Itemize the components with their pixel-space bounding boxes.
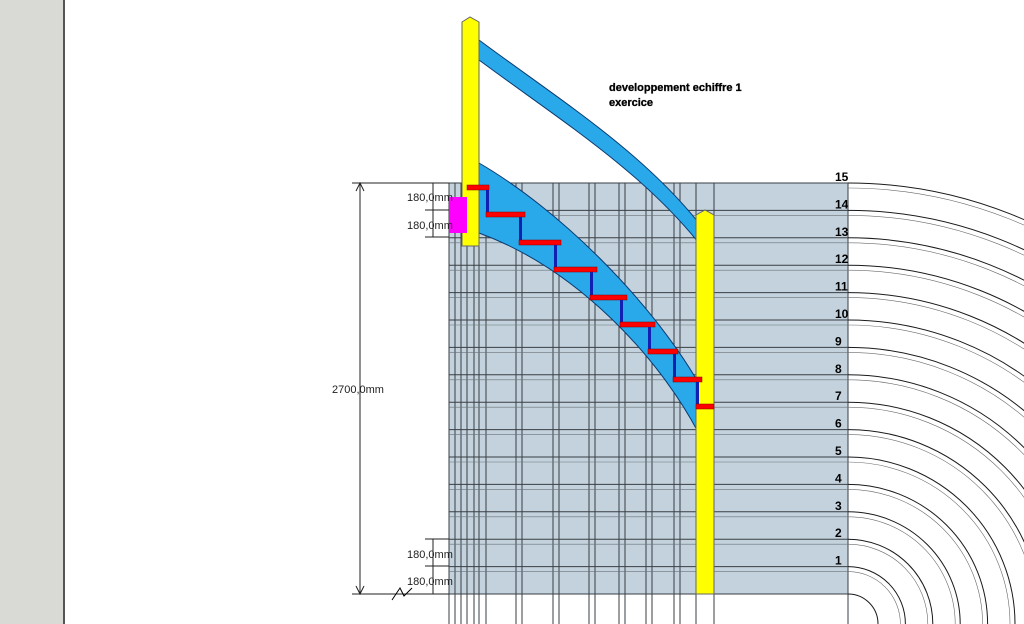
plan-arc-sub — [847, 461, 1011, 624]
step-number-label: 3 — [835, 499, 842, 513]
plan-arc — [847, 511, 961, 624]
plan-arc — [847, 292, 1024, 344]
dimension-bottom-step-2: 180,0mm — [407, 576, 453, 588]
plan-arc-sub — [847, 543, 929, 624]
plan-arc — [847, 538, 934, 624]
stair-riser — [486, 190, 489, 212]
plan-arc — [847, 209, 1024, 251]
stair-tread — [695, 403, 715, 410]
stair-riser — [620, 300, 623, 322]
step-number-label: 11 — [835, 280, 848, 294]
plan-arc-sub — [847, 297, 1024, 350]
dimension-lines — [352, 181, 449, 601]
step-number-label: 5 — [835, 444, 842, 458]
step-number-label: 1 — [835, 554, 842, 568]
stair-riser — [673, 354, 676, 377]
stair-tread — [518, 239, 562, 246]
drawing-title-line-1: developpement echiffre 1 — [609, 82, 742, 94]
plan-arc — [847, 483, 989, 624]
step-number-label: 9 — [835, 334, 842, 348]
step-number-label: 10 — [835, 307, 849, 321]
plan-arc — [847, 374, 1024, 449]
step-number-label: 7 — [835, 389, 842, 403]
step-number-label: 6 — [835, 417, 842, 431]
stair-tread — [672, 376, 703, 383]
plan-arc — [847, 401, 1024, 490]
plan-arc-sub — [847, 516, 956, 624]
step-number-label: 14 — [835, 197, 849, 211]
stair-tread — [589, 294, 628, 301]
plan-arc — [847, 456, 1016, 624]
step-number-label: 8 — [835, 362, 842, 376]
plan-arc — [847, 237, 1024, 281]
stair-tread — [553, 266, 598, 273]
plan-arc-sub — [847, 324, 1024, 383]
plan-arc — [847, 593, 879, 624]
step-number-label: 15 — [835, 170, 849, 184]
stair-riser — [648, 327, 651, 349]
dimension-top-step-2: 180,0mm — [407, 220, 453, 232]
plan-arc — [847, 264, 1024, 312]
step-number-label: 2 — [835, 526, 842, 540]
stair-riser — [696, 382, 699, 404]
step-number-label: 13 — [835, 225, 849, 239]
left-toolbar-panel — [0, 0, 65, 624]
plan-arc — [847, 182, 1024, 221]
stair-tread — [619, 321, 656, 328]
step-numbers: 15 14 13 12 11 10 9 8 7 6 5 4 3 2 1 — [835, 170, 849, 568]
plan-arc-sub — [847, 434, 1024, 555]
plan-arc-sub — [847, 571, 901, 624]
step-number-label: 4 — [835, 471, 842, 485]
dimension-total-height: 2700,0mm — [332, 384, 384, 396]
plan-view-arcs — [847, 182, 1024, 624]
stair-riser — [554, 245, 557, 267]
dimension-bottom-step-1: 180,0mm — [407, 549, 453, 561]
plan-arc — [847, 429, 1024, 543]
dimension-top-step-1: 180,0mm — [407, 192, 453, 204]
stair-steps — [466, 184, 715, 410]
plan-arc — [847, 319, 1024, 377]
plan-arc-sub — [847, 242, 1024, 287]
stair-tread — [466, 184, 490, 191]
plan-arc-sub — [847, 187, 1024, 226]
stair-riser — [519, 217, 522, 240]
plan-arc-sub — [847, 269, 1024, 318]
plan-arc-sub — [847, 352, 1024, 418]
drawing-title-line-2: exercice — [609, 97, 653, 109]
plan-arc-sub — [847, 406, 1024, 498]
step-number-label: 12 — [835, 252, 849, 266]
plan-arc-sub — [847, 489, 983, 624]
plan-arc — [847, 566, 906, 624]
plan-arc-sub — [847, 215, 1024, 256]
plan-arc — [847, 346, 1024, 412]
plan-arc-sub — [847, 379, 1024, 456]
stair-tread — [647, 348, 679, 355]
magenta-block — [449, 197, 467, 233]
stair-riser — [590, 272, 593, 295]
stair-tread — [485, 211, 526, 218]
